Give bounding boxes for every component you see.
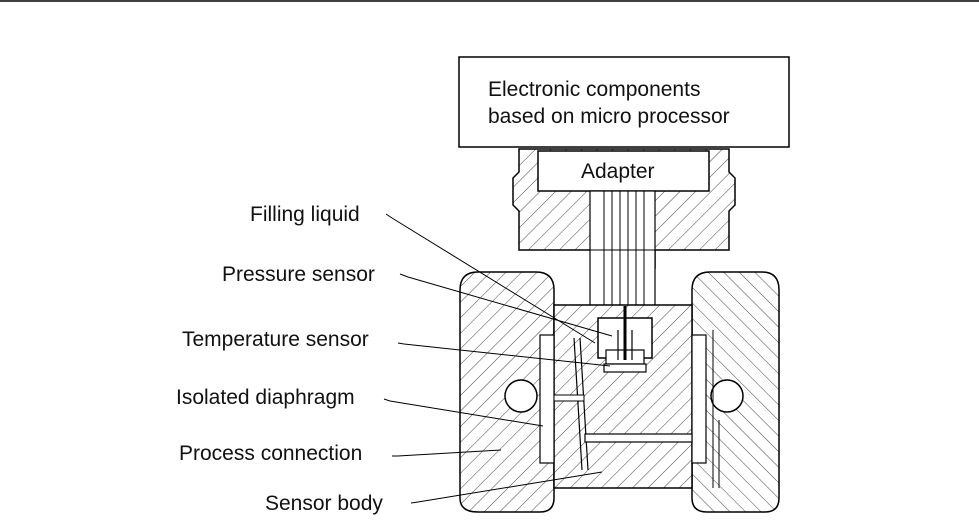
right-flange	[691, 271, 780, 513]
leader-pressure-sensor	[399, 273, 613, 337]
wire-channel	[589, 190, 656, 310]
electronics-label-line1: Electronic components	[488, 78, 700, 101]
left-flange	[459, 271, 555, 513]
label-process-connection: Process connection	[179, 442, 362, 465]
adapter-box	[537, 150, 710, 192]
leader-lines	[383, 213, 613, 504]
label-filling-liquid: Filling liquid	[250, 203, 360, 226]
pressure-sensor-cell	[597, 306, 653, 373]
label-sensor-body: Sensor body	[265, 492, 383, 515]
sensor-body	[539, 304, 720, 489]
adapter-label: Adapter	[581, 160, 655, 183]
electronics-label-line2: based on micro processor	[488, 105, 730, 128]
leader-process-connection	[392, 449, 502, 457]
leader-filling-liquid	[385, 213, 596, 344]
leader-sensor-body	[410, 471, 603, 504]
label-isolated-diaphragm: Isolated diaphragm	[176, 386, 355, 409]
label-temperature-sensor: Temperature sensor	[182, 328, 369, 351]
electronics-box	[458, 56, 790, 148]
leader-isolated-diaphragm	[383, 398, 544, 427]
leader-temperature-sensor	[397, 342, 611, 367]
label-pressure-sensor: Pressure sensor	[222, 263, 375, 286]
